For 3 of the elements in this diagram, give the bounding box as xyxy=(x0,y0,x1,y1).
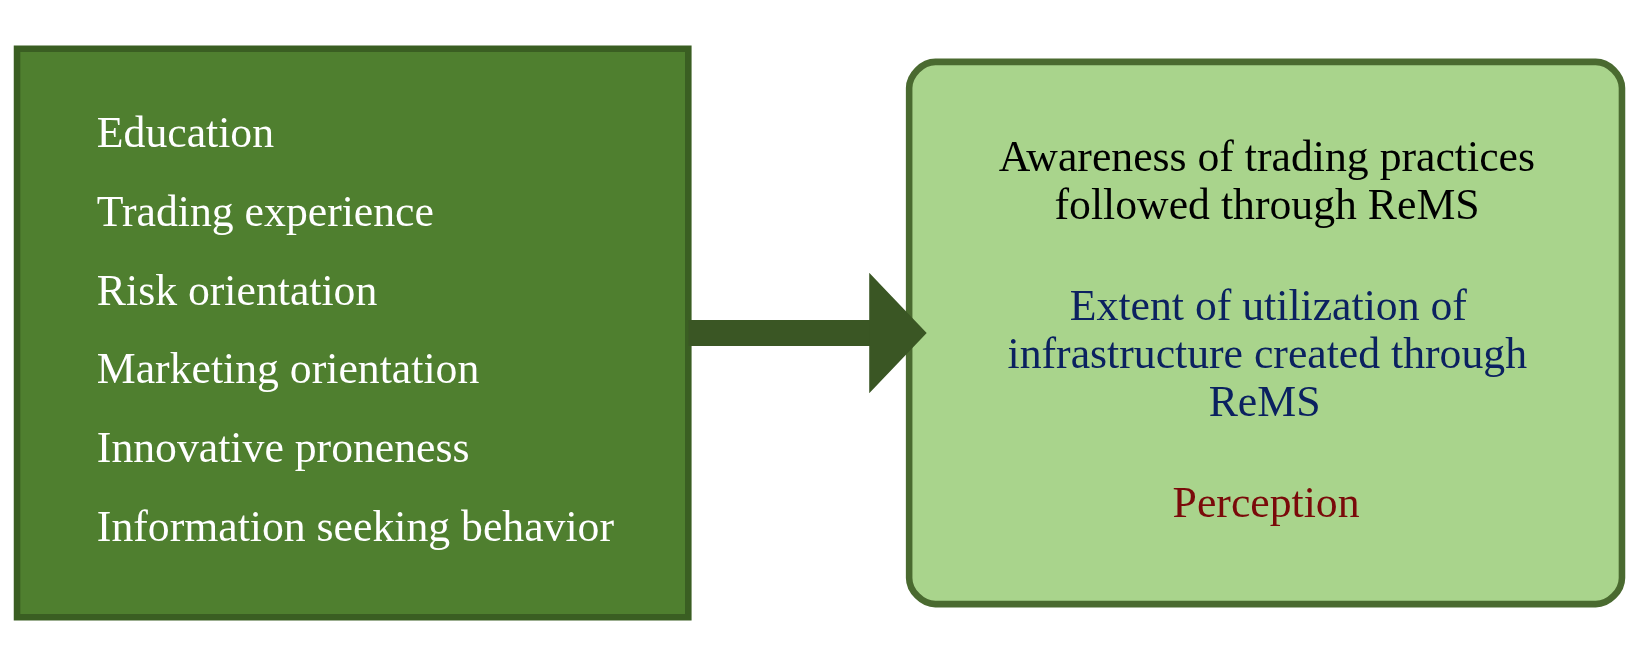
node-box: Education Trading experience Risk orientation Marketing orientation Innovative proneness Information seeking behavior xyxy=(13,45,692,621)
node-box: Awareness of trading practices followed through ReMS Extent of utilization of infrastructure created through ReMS Perception xyxy=(905,58,1626,608)
arrow xyxy=(688,272,927,394)
